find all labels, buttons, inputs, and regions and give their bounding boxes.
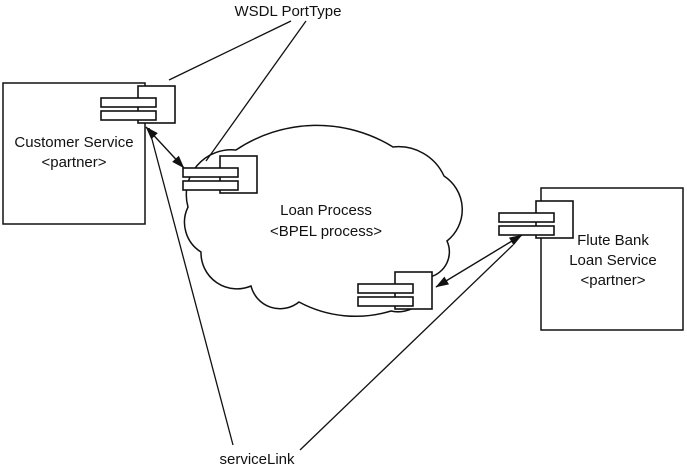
servicelink-arrow-process-to-flute (435, 234, 523, 288)
loan-process-title: Loan Process (280, 202, 372, 219)
loan-process-left-porttype-icon (182, 155, 258, 194)
customer-service-porttype-icon (100, 85, 176, 124)
customer-service-stereotype: <partner> (41, 154, 106, 171)
loan-process-stereotype: <BPEL process> (270, 223, 382, 240)
customer-service-title: Customer Service (14, 134, 133, 151)
wsdl-porttype-label: WSDL PortType (235, 3, 342, 20)
servicelink-pointer-left (148, 127, 234, 446)
servicelink-label: serviceLink (219, 451, 295, 468)
flute-bank-title: Flute Bank (577, 232, 649, 249)
loan-process-bottom-porttype-icon (357, 271, 433, 310)
wsdl-porttype-pointer-left (168, 20, 292, 81)
wsdl-porttype-pointer-right (205, 20, 307, 162)
flute-bank-box (540, 187, 684, 331)
flute-bank-stereotype: <partner> (580, 272, 645, 289)
flute-bank-subtitle: Loan Service (569, 252, 657, 269)
flute-bank-porttype-icon (498, 200, 574, 239)
servicelink-arrow-customer-to-process (145, 126, 185, 169)
